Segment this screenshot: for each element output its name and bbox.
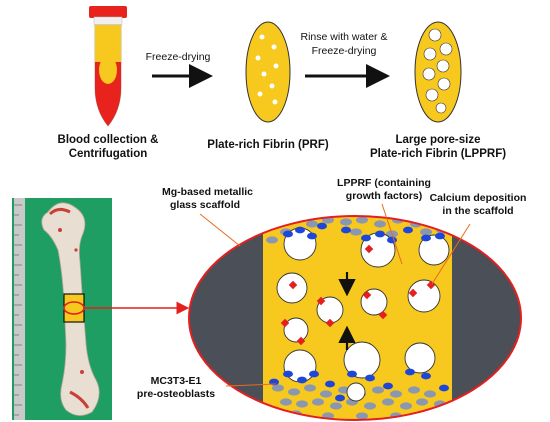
- blood-tube-icon: [89, 6, 127, 127]
- step2-label: Plate-rich Fibrin (PRF): [207, 139, 329, 151]
- step1-label-line1: Blood collection &: [58, 134, 159, 146]
- scaffold-callout-line2: glass scaffold: [170, 199, 240, 211]
- zoom-ellipse-border: [188, 215, 522, 421]
- step3-label-line1: Large pore-size: [396, 134, 481, 146]
- lpprf-callout-line2: growth factors): [346, 190, 422, 202]
- step1-label-line2: Centrifugation: [69, 148, 148, 160]
- cells-callout-line1: MC3T3-E1: [151, 375, 202, 387]
- arrow1-label: Freeze-drying: [146, 51, 211, 63]
- scaffold-callout-line1: Mg-based metallic: [162, 186, 253, 198]
- bone-specimen-photo: [12, 198, 112, 420]
- lpprf-callout-line: [381, 203, 403, 265]
- calcium-callout-line1: Calcium deposition: [430, 192, 527, 204]
- scaffold-callout-line: [199, 213, 241, 247]
- calcium-callout-line2: in the scaffold: [442, 205, 513, 217]
- prf-sample-icon: [245, 21, 291, 123]
- lpprf-sample-icon: [414, 21, 462, 123]
- scaffold-wall-right: [452, 216, 521, 420]
- arrow2-label-line2: Freeze-drying: [312, 45, 377, 57]
- calcium-callout-line: [431, 223, 471, 285]
- cells-callout-line2: pre-osteoblasts: [137, 388, 215, 400]
- cells-callout-line: [225, 383, 277, 387]
- step3-label-line2: Plate-rich Fibrin (LPPRF): [370, 148, 506, 160]
- lpprf-callout-line1: LPPRF (containing: [337, 177, 431, 189]
- arrow2-label-line1: Rinse with water &: [301, 31, 388, 43]
